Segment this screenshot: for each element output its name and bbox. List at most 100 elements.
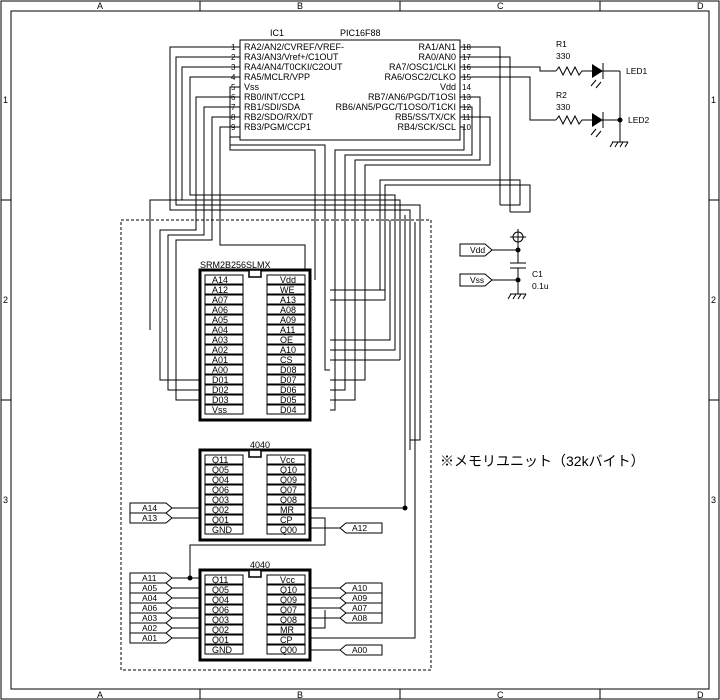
pin-label: Q10 xyxy=(280,465,297,475)
pin-cell xyxy=(204,494,244,505)
pin-label: Q06 xyxy=(212,605,229,615)
pin-cell xyxy=(204,484,244,495)
net-tag-label: A12 xyxy=(352,523,367,533)
net-tag-label: A05 xyxy=(142,583,157,593)
ic1-pin-number: 14 xyxy=(462,83,471,92)
led2-symbol xyxy=(590,112,620,138)
pin-label: Vss xyxy=(212,405,228,415)
net-tags: A14A13A12A11A05A04A06A03A02A01A10A09A07A… xyxy=(129,502,383,656)
column-label: C xyxy=(497,690,504,700)
pin-label: A13 xyxy=(280,295,296,305)
pin-cell xyxy=(204,374,244,385)
column-label: D xyxy=(697,1,704,11)
pin-cell xyxy=(266,394,306,405)
pin-cell xyxy=(204,454,244,465)
pin-cell xyxy=(266,504,306,515)
pin-cell xyxy=(204,604,244,615)
pin-label: Q00 xyxy=(280,645,297,655)
pin-cell xyxy=(204,364,244,375)
pin-cell xyxy=(266,294,306,305)
pin-cell xyxy=(266,514,306,525)
pin-cell xyxy=(266,624,306,635)
pin-cell xyxy=(266,464,306,475)
pin-label: A09 xyxy=(280,315,296,325)
column-label: B xyxy=(297,1,303,11)
pin-label: A11 xyxy=(280,325,295,335)
row-label: 2 xyxy=(3,295,8,305)
pin-label: Vcc xyxy=(280,455,296,465)
column-label: B xyxy=(297,690,303,700)
column-label: C xyxy=(497,1,504,11)
pin-cell xyxy=(204,514,244,525)
pin-label: Vcc xyxy=(280,575,296,585)
net-tag xyxy=(129,592,173,604)
r2-ref: R2 xyxy=(556,90,567,100)
pin-label: Q05 xyxy=(212,465,229,475)
pin-label: D02 xyxy=(212,385,229,395)
pin-cell xyxy=(204,334,244,345)
pin-cell xyxy=(204,284,244,295)
pin-label: D07 xyxy=(280,375,297,385)
pin-cell xyxy=(204,524,244,535)
net-tag xyxy=(339,582,383,594)
ic1-pin-label: RB0/INT/CCP1 xyxy=(244,92,305,102)
ic1-pin-label: RB3/PGM/CCP1 xyxy=(244,122,311,132)
net-tag-label: A10 xyxy=(352,583,367,593)
counter1-chip: 4040 Q11Q05Q04Q06Q03Q02Q01GNDVccQ10Q09Q0… xyxy=(198,440,312,542)
r1-value: 330 xyxy=(556,51,570,61)
led1-symbol xyxy=(590,63,620,89)
pin-label: D01 xyxy=(212,375,229,385)
pin-cell xyxy=(204,394,244,405)
row-label: 3 xyxy=(3,495,8,505)
counter1-pins: Q11Q05Q04Q06Q03Q02Q01GNDVccQ10Q09Q07Q08M… xyxy=(204,454,306,535)
wires xyxy=(149,46,556,651)
pin-cell xyxy=(266,524,306,535)
ic1-pin-label: RA2/AN2/CVREF/VREF- xyxy=(244,42,344,52)
decoupling-capacitor: Vdd Vss C1 0.1u xyxy=(459,229,549,300)
pin-label: Q09 xyxy=(280,475,297,485)
net-tag-label: A04 xyxy=(142,593,157,603)
ic1-pin-label: Vdd xyxy=(440,82,456,92)
pin-label: A14 xyxy=(212,275,228,285)
pin-label: OE xyxy=(280,335,293,345)
pin-cell xyxy=(204,274,244,285)
pin-label: Q06 xyxy=(212,485,229,495)
pin-label: A01 xyxy=(212,355,228,365)
pin-cell xyxy=(266,594,306,605)
sram-part: SRM2B256SLMX xyxy=(200,260,271,270)
pin-label: Q07 xyxy=(280,485,297,495)
pin-cell xyxy=(266,634,306,645)
pin-cell xyxy=(266,324,306,335)
net-tag xyxy=(339,602,383,614)
pin-label: A04 xyxy=(212,325,228,335)
ic1-pin-label: RB1/SDI/SDA xyxy=(244,102,300,112)
pin-label: A12 xyxy=(212,285,228,295)
pin-cell xyxy=(204,594,244,605)
net-tag xyxy=(129,602,173,614)
net-tag-label: A03 xyxy=(142,613,157,623)
ic1-pin-label: Vss xyxy=(244,82,260,92)
ic1-pin-label: RB7/AN6/PGD/T1OSI xyxy=(368,92,456,102)
pin-label: A08 xyxy=(280,305,296,315)
pin-cell xyxy=(204,344,244,355)
pin-cell xyxy=(204,464,244,475)
pin-label: Q09 xyxy=(280,595,297,605)
pin-label: Q05 xyxy=(212,585,229,595)
pin-label: Q02 xyxy=(212,505,229,515)
pin-cell xyxy=(266,314,306,325)
pin-cell xyxy=(204,404,244,415)
ic1-pin-label: RA0/AN0 xyxy=(418,52,456,62)
ic1-pin-label: RB4/SCK/SCL xyxy=(397,122,456,132)
pin-label: CS xyxy=(280,355,293,365)
pin-cell xyxy=(266,374,306,385)
pin-label: A10 xyxy=(280,345,296,355)
pin-cell xyxy=(204,324,244,335)
junction-dot xyxy=(187,575,193,581)
c1-ref: C1 xyxy=(532,269,543,279)
pin-cell xyxy=(266,614,306,625)
pin-cell xyxy=(266,644,306,655)
column-label: A xyxy=(97,1,103,11)
